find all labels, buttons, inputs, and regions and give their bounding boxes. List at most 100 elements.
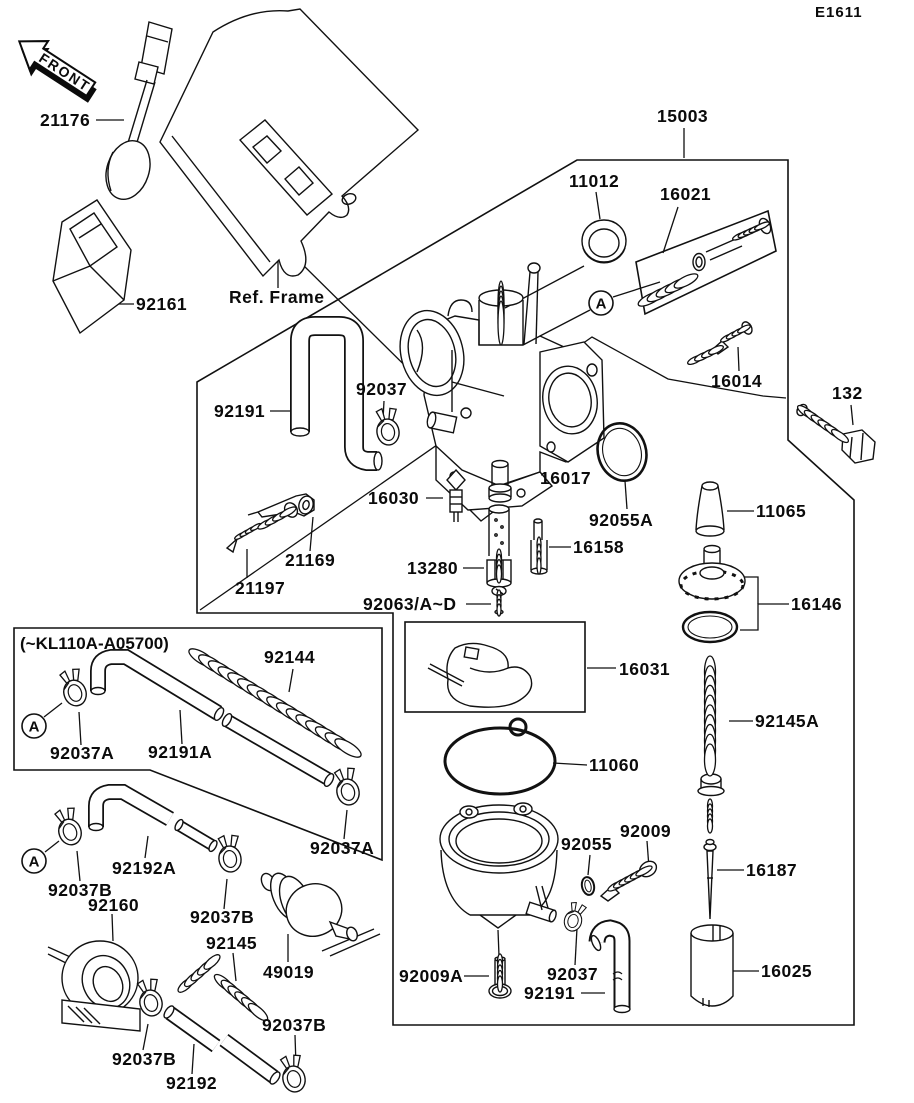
part-92192-hose	[163, 1005, 281, 1085]
ref-frame-drawing	[159, 8, 420, 278]
part-label-38-92037: 92037	[547, 964, 598, 984]
spring-coil-loop	[708, 344, 724, 356]
spring-coil-loop	[496, 975, 504, 993]
part-label-31-92037B: 92037B	[112, 1049, 176, 1069]
part-92161-drawing	[52, 199, 132, 335]
part-label-25-92037B: 92037B	[48, 880, 112, 900]
spring-coil-loop	[673, 273, 699, 289]
part-16146-knob	[678, 544, 746, 644]
hose-clamp-icon	[54, 807, 82, 846]
part-11065-cap	[695, 481, 725, 537]
part-label-6-132: 132	[832, 383, 863, 403]
ref-frame-label: Ref. Frame	[229, 287, 324, 307]
part-label-28-92145: 92145	[206, 933, 257, 953]
part-label-9-16017: 16017	[540, 468, 591, 488]
part-label-7-92191: 92191	[214, 401, 265, 421]
part-label-15-21169: 21169	[285, 550, 335, 570]
part-label-20-92144: 92144	[264, 647, 315, 667]
hose-clamp-icon	[136, 978, 163, 1017]
part-92145A-spring-area	[697, 773, 725, 797]
part-label-33-16031: 16031	[619, 659, 670, 679]
part-13280-needle-jet	[486, 504, 512, 588]
spring-coil-loop	[635, 865, 653, 877]
part-label-23-92037A: 92037A	[310, 838, 374, 858]
part-label-14-92063AD: 92063/A~D	[363, 594, 457, 614]
part-label-30-92037B: 92037B	[262, 1015, 326, 1035]
spring-coil-loop	[497, 300, 505, 346]
part-label-27-92037B: 92037B	[190, 907, 254, 927]
part-label-4-16021: 16021	[660, 184, 711, 204]
spring-coil-loop	[706, 818, 714, 834]
part-label-29-49019: 49019	[263, 962, 314, 982]
part-11060-gasket	[443, 717, 557, 796]
part-label-8-92037: 92037	[356, 379, 407, 399]
spring-coil-loop	[334, 738, 362, 758]
detail-marker-label-0: A	[596, 296, 607, 313]
part-49019-fuel-filter	[260, 872, 358, 942]
part-label-3-11012: 11012	[569, 171, 619, 191]
part-16187-jet-needle	[703, 838, 717, 920]
part-label-41-16025: 16025	[761, 961, 812, 981]
part-label-10-16030: 16030	[368, 488, 419, 508]
part-label-32-92192: 92192	[166, 1073, 217, 1093]
part-92191-hose-bottom	[588, 919, 631, 1014]
part-carburetor-body	[399, 262, 605, 522]
part-16030-needle-valve	[446, 468, 466, 522]
spring-coil-loop	[737, 324, 751, 334]
part-92191-hose-top	[290, 316, 383, 471]
part-label-36-92009: 92009	[620, 821, 671, 841]
part-label-0-21176: 21176	[40, 110, 90, 130]
part-label-17-11065: 11065	[756, 501, 806, 521]
part-label-22-92191A: 92191A	[148, 742, 212, 762]
part-92191A-hose	[90, 649, 225, 722]
part-label-37-92009A: 92009A	[399, 966, 463, 986]
part-92055A-oring	[596, 422, 648, 482]
part-label-39-92191: 92191	[524, 983, 575, 1003]
variant-box-outline	[13, 627, 383, 862]
part-label-5-16014: 16014	[711, 371, 762, 391]
part-number-labels: 2117692161150031101216021160141329219192…	[40, 106, 863, 1093]
detail-marker-circle-2	[21, 848, 47, 874]
part-label-1-92161: 92161	[136, 294, 187, 314]
diagram-code: E1611	[815, 4, 863, 21]
hose-clamp-icon	[563, 901, 588, 932]
assembly-15003-outline	[196, 159, 855, 1026]
part-label-24-92192A: 92192A	[112, 858, 176, 878]
detail-box-16031	[404, 621, 586, 713]
part-label-16-21197: 21197	[235, 578, 285, 598]
part-float-bowl	[439, 802, 559, 929]
hose-clamp-icon	[59, 668, 87, 707]
part-92055-oring	[580, 876, 596, 896]
detail-marker-label-2: A	[29, 854, 40, 871]
spring-coil-loop	[247, 1002, 269, 1022]
part-label-26-92160: 92160	[88, 895, 139, 915]
part-fuel-tube-2	[221, 712, 335, 788]
hose-clamp-icon	[375, 407, 400, 446]
part-label-13-13280: 13280	[407, 558, 458, 578]
spring-coil-loop	[536, 557, 542, 575]
spring-coil-loop	[496, 603, 502, 617]
part-label-35-92055: 92055	[561, 834, 612, 854]
spring-coil-loop	[495, 564, 503, 584]
detail-marker-circle-1	[21, 713, 47, 739]
part-label-11-92055A: 92055A	[589, 510, 653, 530]
part-label-21-92037A: 92037A	[50, 743, 114, 763]
detail-marker-circle-0	[588, 290, 614, 316]
part-11012-drawing	[581, 219, 627, 264]
part-16017-drawing	[488, 459, 512, 503]
part-16025-sleeve	[690, 924, 734, 1007]
spring-coil-loop	[753, 221, 771, 231]
spring-coil-loop	[203, 954, 221, 970]
part-92160-holder	[61, 940, 141, 1032]
part-92192A-hose	[88, 784, 174, 832]
hose-clamp-icon	[333, 767, 360, 806]
part-label-40-16187: 16187	[746, 860, 797, 880]
part-16031-float	[427, 642, 533, 708]
part-label-2-15003: 15003	[657, 106, 708, 126]
hose-clamp-icon	[279, 1054, 306, 1093]
part-label-34-11060: 11060	[589, 755, 639, 775]
springs-and-clamps	[54, 221, 850, 1093]
hose-clamp-icon	[217, 834, 242, 873]
